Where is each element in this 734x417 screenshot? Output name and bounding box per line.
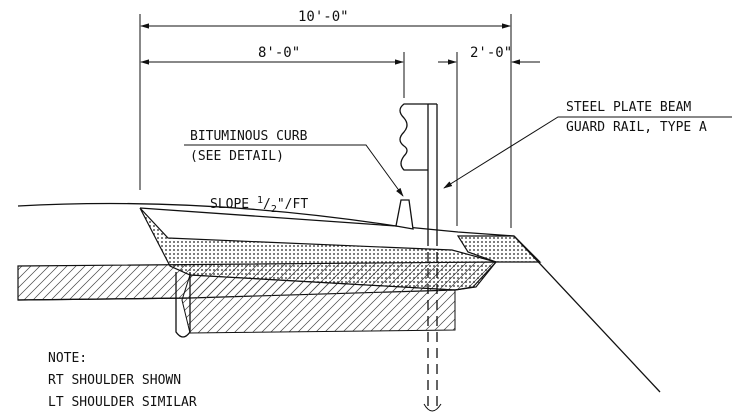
- curb-label-line2: (SEE DETAIL): [190, 149, 284, 164]
- underdrain-pipe: [175, 272, 191, 338]
- lower-layer: [181, 274, 456, 334]
- base-course-layer: [139, 207, 498, 291]
- guard-rail-label-line1: STEEL PLATE BEAM: [566, 100, 691, 115]
- dimension-overall-label: 10'-0": [298, 9, 349, 25]
- slope-label: SLOPE 1/2"/FT: [210, 195, 308, 215]
- bituminous-curb: [395, 199, 414, 230]
- dimension-curb-offset-label: 8'-0": [258, 45, 300, 61]
- guard-rail-label-line2: GUARD RAIL, TYPE A: [566, 120, 707, 135]
- curb-leader: [184, 144, 404, 197]
- beam-rail-profile: [399, 103, 428, 171]
- dimension-beyond-post: 2'-0": [438, 45, 540, 65]
- curb-label-line1: BITUMINOUS CURB: [190, 129, 308, 144]
- extension-lines: [139, 14, 512, 228]
- embankment-slope: [513, 235, 661, 393]
- guard-rail-leader: [443, 116, 732, 189]
- guard-rail-post: [423, 103, 442, 412]
- note-line2: LT SHOULDER SIMILAR: [48, 395, 197, 410]
- dimension-curb-offset: 8'-0": [140, 45, 404, 65]
- note-title: NOTE:: [48, 351, 87, 366]
- note-line1: RT SHOULDER SHOWN: [48, 373, 181, 388]
- dimension-beyond-post-label: 2'-0": [470, 45, 512, 61]
- dimension-overall: 10'-0": [140, 9, 511, 29]
- svg-text:SLOPE 1/2"/FT: SLOPE 1/2"/FT: [210, 195, 308, 215]
- pavement-surface: [17, 202, 515, 237]
